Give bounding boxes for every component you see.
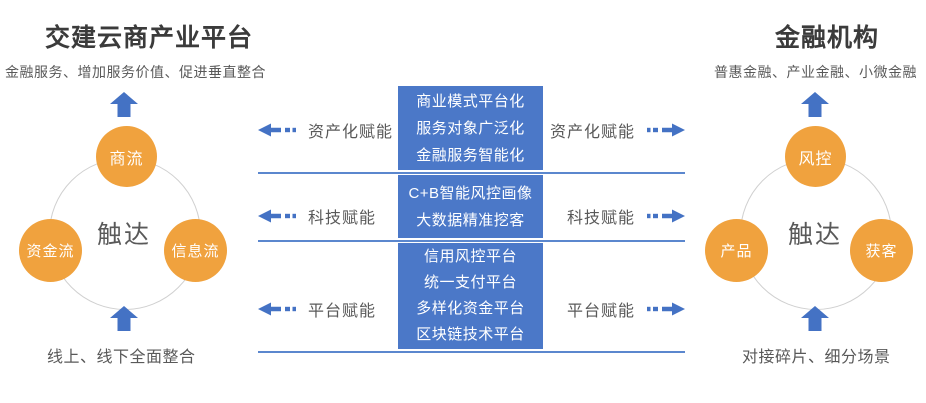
capability-box-line: 大数据精准挖客 xyxy=(416,211,525,229)
right-row-label: 平台赋能 xyxy=(566,303,635,320)
left-cycle-node-right: 信息流 xyxy=(164,219,227,282)
right-row-2: 科技赋能 xyxy=(545,204,685,228)
dashed-left-arrow-icon xyxy=(258,302,296,316)
capability-box-line: 统一支付平台 xyxy=(423,274,517,291)
capability-box-2: C+B智能风控画像 大数据精准挖客 xyxy=(398,175,543,238)
right-row-1: 资产化赋能 xyxy=(545,118,685,142)
left-cycle-center-label: 触达 xyxy=(96,221,151,249)
left-row-2: 科技赋能 xyxy=(258,204,376,228)
up-arrow-icon xyxy=(109,306,139,331)
right-title: 金融机构 xyxy=(775,24,880,52)
capability-box-line: 区块链技术平台 xyxy=(416,326,525,343)
up-arrow-icon xyxy=(800,92,830,117)
left-row-label: 资产化赋能 xyxy=(308,124,394,141)
right-row-label: 资产化赋能 xyxy=(549,124,635,141)
dashed-right-arrow-icon xyxy=(647,209,685,223)
capability-box-line: 商业模式平台化 xyxy=(416,92,525,110)
left-row-1: 资产化赋能 xyxy=(258,118,393,142)
row-divider xyxy=(258,351,685,353)
capability-box-3: 信用风控平台 统一支付平台 多样化资金平台 区块链技术平台 xyxy=(398,243,543,349)
left-subtitle: 金融服务、增加服务价值、促进垂直整合 xyxy=(5,64,266,80)
left-row-3: 平台赋能 xyxy=(258,297,376,321)
capability-box-line: C+B智能风控画像 xyxy=(408,184,533,202)
dashed-left-arrow-icon xyxy=(258,123,296,137)
right-row-label: 科技赋能 xyxy=(566,210,635,227)
capability-box-line: 服务对象广泛化 xyxy=(416,119,525,137)
left-cycle-node-left: 资金流 xyxy=(19,219,82,282)
right-cycle-center-label: 触达 xyxy=(787,221,842,249)
right-row-3: 平台赋能 xyxy=(545,297,685,321)
capability-box-line: 多样化资金平台 xyxy=(416,300,525,317)
right-cycle-node-right: 获客 xyxy=(850,219,913,282)
left-row-label: 平台赋能 xyxy=(308,303,377,320)
left-row-label: 科技赋能 xyxy=(308,210,377,227)
right-subtitle: 普惠金融、产业金融、小微金融 xyxy=(714,64,917,80)
row-divider xyxy=(258,172,685,174)
capability-box-line: 金融服务智能化 xyxy=(416,146,525,164)
right-caption: 对接碎片、细分场景 xyxy=(742,349,891,366)
right-cycle-node-top: 风控 xyxy=(785,126,846,187)
dashed-right-arrow-icon xyxy=(647,302,685,316)
right-cycle-node-left: 产品 xyxy=(705,219,768,282)
up-arrow-icon xyxy=(800,306,830,331)
left-caption: 线上、线下全面整合 xyxy=(47,349,196,366)
capability-box-line: 信用风控平台 xyxy=(423,248,517,265)
dashed-right-arrow-icon xyxy=(647,123,685,137)
left-cycle-node-top: 商流 xyxy=(96,126,157,187)
row-divider xyxy=(258,240,685,242)
up-arrow-icon xyxy=(109,92,139,117)
dashed-left-arrow-icon xyxy=(258,209,296,223)
left-title: 交建云商产业平台 xyxy=(45,24,254,52)
capability-box-1: 商业模式平台化 服务对象广泛化 金融服务智能化 xyxy=(398,86,543,170)
